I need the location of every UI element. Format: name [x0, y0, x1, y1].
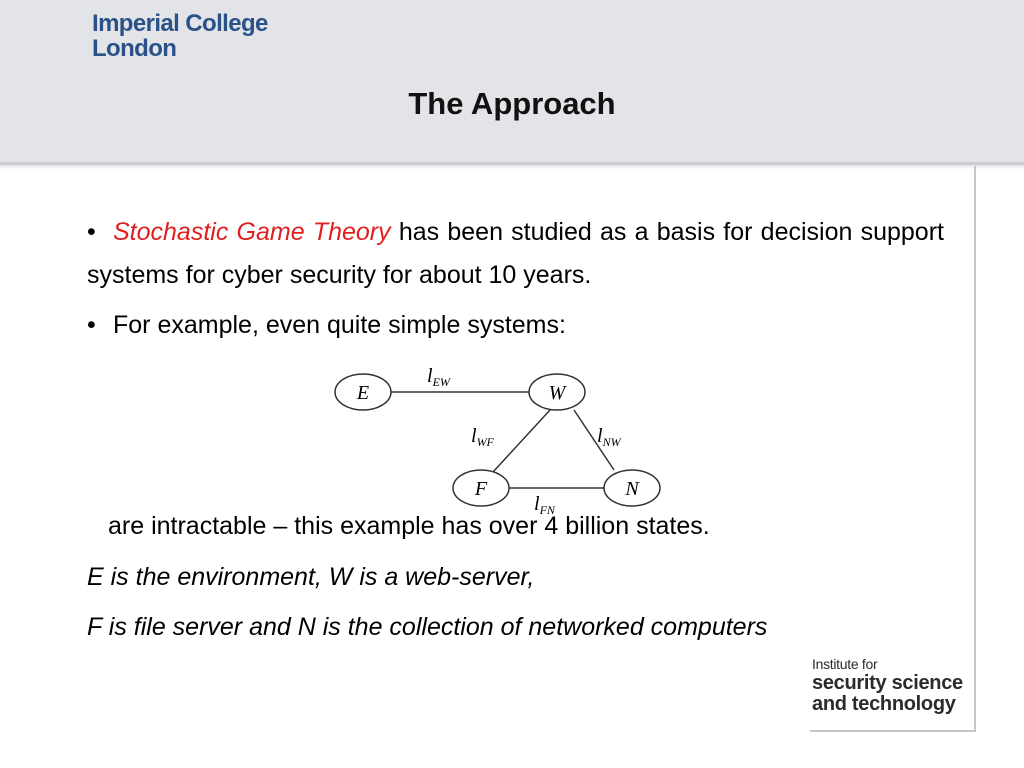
edge-ew-label: lEW — [427, 365, 451, 389]
frame-border-right — [974, 166, 976, 732]
node-w-label: W — [549, 382, 568, 404]
bullet-dot-icon: • — [87, 218, 96, 246]
slide-title: The Approach — [408, 86, 616, 121]
imperial-college-logo: Imperial College London — [92, 10, 268, 62]
slide-header: Imperial College London The Approach — [0, 0, 1024, 165]
node-e — [334, 373, 392, 411]
network-diagram: E W F N lEW lWF lNW lFN — [334, 365, 661, 517]
bullet-2-text: For example, even quite simple systems: — [113, 311, 566, 339]
edge-fn-label: lFN — [534, 493, 556, 517]
node-n — [603, 469, 661, 507]
node-f — [452, 469, 510, 507]
bullet-2: • For example, even quite simple systems: — [87, 304, 944, 347]
definition-line-2: F is file server and N is the collection… — [87, 613, 768, 641]
bullet-1-text: has been studied as a basis for decision… — [87, 218, 944, 289]
frame-border-bottom — [810, 730, 976, 732]
intractable-line: are intractable – this example has over … — [108, 512, 710, 540]
edge-wf-label: lWF — [471, 425, 495, 449]
highlight-term: Stochastic Game Theory — [113, 218, 391, 246]
edge-nw-label: lNW — [597, 425, 622, 449]
definition-line-1: E is the environment, W is a web-server, — [87, 563, 535, 591]
node-f-label: F — [474, 478, 488, 500]
institute-logo: Institute for security science and techn… — [812, 656, 963, 715]
bullet-dot-icon: • — [87, 311, 96, 339]
node-w — [528, 373, 586, 411]
edge-nw — [573, 409, 615, 471]
node-e-label: E — [356, 382, 369, 404]
edge-wf — [492, 409, 551, 473]
bullet-1: • Stochastic Game Theory has been studied… — [87, 211, 944, 297]
node-n-label: N — [624, 478, 640, 500]
